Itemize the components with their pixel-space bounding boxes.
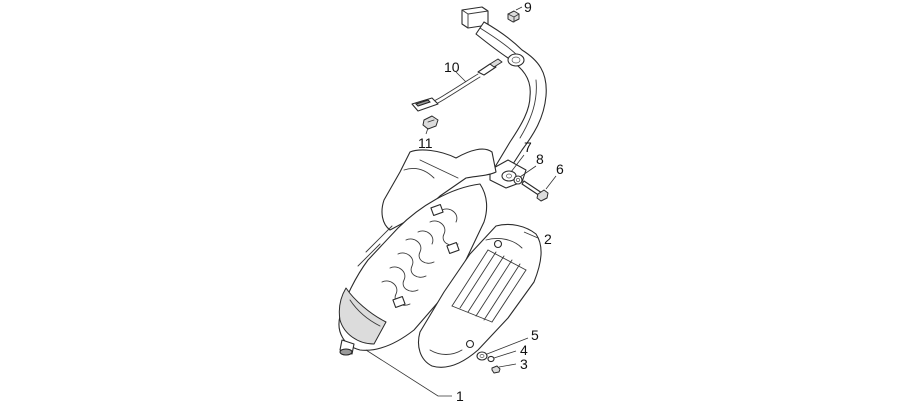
leader-7	[510, 154, 525, 173]
part-7-washer	[501, 170, 517, 182]
callout-11: 11	[418, 135, 433, 151]
callout-10: 10	[444, 59, 460, 75]
callout-labels: 1 2 3 4 5 6 7 8 9 10 11	[418, 0, 564, 403]
part-10-lambda-sensor	[411, 58, 503, 112]
callout-5: 5	[531, 327, 539, 343]
leader-10	[455, 71, 467, 83]
leader-4	[493, 350, 517, 359]
leader-1	[365, 349, 452, 397]
part-8-washer	[513, 175, 523, 185]
part-1-muffler	[338, 148, 497, 356]
leader-8	[519, 165, 537, 178]
callout-2: 2	[544, 231, 552, 247]
leader-5	[486, 337, 529, 355]
leader-11	[425, 127, 429, 135]
callout-7: 7	[524, 139, 532, 155]
callout-1: 1	[456, 388, 464, 403]
leader-3	[498, 363, 517, 368]
part-2-heat-shield	[417, 223, 542, 368]
leader-2	[523, 231, 539, 239]
leader-9	[515, 6, 523, 11]
part-4-spacer	[487, 355, 495, 363]
part-6-bolt	[521, 180, 549, 202]
part-3-screw	[491, 365, 501, 374]
callout-8: 8	[536, 151, 544, 167]
leader-6	[545, 175, 557, 190]
leader-lines	[365, 6, 557, 397]
callout-4: 4	[520, 342, 528, 358]
part-11-clip	[422, 115, 439, 130]
callout-3: 3	[520, 356, 528, 372]
part-9-nut	[507, 10, 520, 23]
part-5-washer	[476, 351, 488, 361]
callout-6: 6	[556, 161, 564, 177]
callout-9: 9	[524, 0, 532, 15]
